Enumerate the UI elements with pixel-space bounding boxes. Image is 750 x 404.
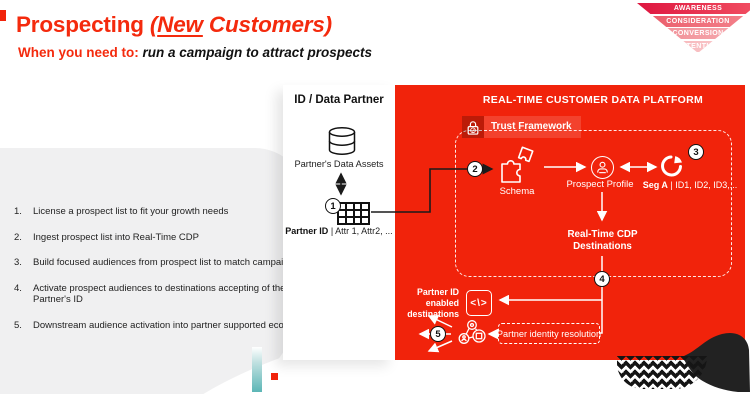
code-destination-icon: <\> xyxy=(466,290,492,316)
lock-check-icon xyxy=(462,116,484,138)
identity-graph-icon xyxy=(458,320,486,344)
partner-id-bold: Partner ID xyxy=(285,226,329,236)
partner-destinations-line2: destinations xyxy=(407,309,459,319)
prospect-profile-label: Prospect Profile xyxy=(566,179,634,190)
list-item: 3. Build focused audiences from prospect… xyxy=(14,257,319,269)
corner-accent xyxy=(0,10,6,21)
subtitle: When you need to: run a campaign to attr… xyxy=(18,45,372,60)
table-cell xyxy=(361,203,369,210)
list-text: Build focused audiences from prospect li… xyxy=(33,257,320,268)
table-cell xyxy=(361,217,369,224)
table-cell xyxy=(353,210,362,217)
prospect-table-icon xyxy=(337,202,370,225)
table-cell xyxy=(353,203,362,210)
table-cell xyxy=(345,217,354,224)
step-circle-4: 4 xyxy=(594,271,610,287)
teal-accent-bar xyxy=(252,347,262,392)
segment-name: Seg A xyxy=(642,180,668,190)
title-highlight: New xyxy=(157,12,203,37)
funnel-band-retention: RETENTION xyxy=(637,40,750,52)
id-data-partner-panel: ID / Data Partner Partner's Data Assets … xyxy=(283,85,395,360)
list-item: 1. License a prospect list to fit your g… xyxy=(14,206,314,218)
steps-list: 1. License a prospect list to fit your g… xyxy=(14,206,319,345)
rtcdp-platform-box: REAL-TIME CUSTOMER DATA PLATFORM Trust F… xyxy=(395,85,745,360)
title-lead: Prospecting xyxy=(16,12,150,37)
cdp-destinations-label: Real-Time CDP Destinations xyxy=(560,229,645,252)
table-cell xyxy=(345,203,354,210)
subtitle-text: run a campaign to attract prospects xyxy=(138,45,373,60)
list-text: Downstream audience activation into part… xyxy=(33,319,314,331)
partner-destinations-line1: Partner ID enabled xyxy=(416,287,459,308)
list-number: 1. xyxy=(14,206,22,217)
red-accent-square xyxy=(271,373,278,380)
list-number: 5. xyxy=(14,319,22,331)
list-item: 5. Downstream audience activation into p… xyxy=(14,320,314,332)
segment-icon xyxy=(661,155,682,177)
list-text: Activate prospect audiences to destinati… xyxy=(33,282,286,294)
funnel-band-awareness: AWARENESS xyxy=(637,3,750,15)
list-text: Ingest prospect list into Real-Time CDP xyxy=(33,231,199,243)
list-item: 4. Activate prospect audiences to destin… xyxy=(14,283,314,306)
funnel-band-consideration: CONSIDERATION xyxy=(637,15,750,27)
prospect-profile-icon xyxy=(591,156,614,179)
schema-icon xyxy=(501,146,534,183)
cdp-destinations-line2: Destinations xyxy=(573,240,632,252)
identity-resolution-box: Partner identity resolution xyxy=(497,323,601,344)
funnel-band-conversion: CONVERSION xyxy=(637,28,750,40)
title-tail: Customers) xyxy=(202,12,332,37)
step-circle-3: 3 xyxy=(688,144,704,160)
segment-label: Seg A | ID1, ID2, ID3,... xyxy=(640,180,740,190)
table-cell xyxy=(345,210,354,217)
list-text: License a prospect list to fit your grow… xyxy=(33,206,229,217)
list-number: 2. xyxy=(14,231,22,243)
schema-label: Schema xyxy=(499,186,535,197)
partner-id-label: Partner ID | Attr 1, Attr2, ... xyxy=(273,226,405,236)
halftone-dots-pattern xyxy=(617,356,707,389)
subtitle-label: When you need to: xyxy=(18,45,139,60)
table-cell xyxy=(353,217,362,224)
list-number: 4. xyxy=(14,282,22,294)
data-assets-label: Partner's Data Assets xyxy=(294,159,384,169)
table-cell xyxy=(338,217,346,224)
database-icon xyxy=(328,127,356,155)
table-cell xyxy=(338,210,346,217)
list-item: 2. Ingest prospect list into Real-Time C… xyxy=(14,232,314,244)
partner-panel-title: ID / Data Partner xyxy=(294,94,384,106)
step-circle-5: 5 xyxy=(430,326,446,342)
marketing-funnel: AWARENESS CONSIDERATION CONVERSION RETEN… xyxy=(637,3,750,53)
cdp-destinations-line1: Real-Time CDP xyxy=(567,229,638,240)
table-cell xyxy=(361,210,369,217)
trust-framework-label: Trust Framework xyxy=(484,116,581,138)
list-number: 3. xyxy=(14,257,22,268)
page-title: Prospecting (New Customers) xyxy=(16,12,332,38)
step-circle-2: 2 xyxy=(467,161,483,177)
title-paren: ( xyxy=(149,12,158,37)
platform-title: REAL-TIME CUSTOMER DATA PLATFORM xyxy=(482,94,704,106)
partner-id-rest: | Attr 1, Attr2, ... xyxy=(328,226,393,236)
step-circle-1: 1 xyxy=(325,198,341,214)
partner-destinations-label: Partner ID enabled destinations xyxy=(395,287,459,320)
segment-ids: | ID1, ID2, ID3,... xyxy=(667,180,738,190)
trust-framework-chip: Trust Framework xyxy=(462,116,581,138)
list-text: Partner's ID xyxy=(33,294,83,305)
